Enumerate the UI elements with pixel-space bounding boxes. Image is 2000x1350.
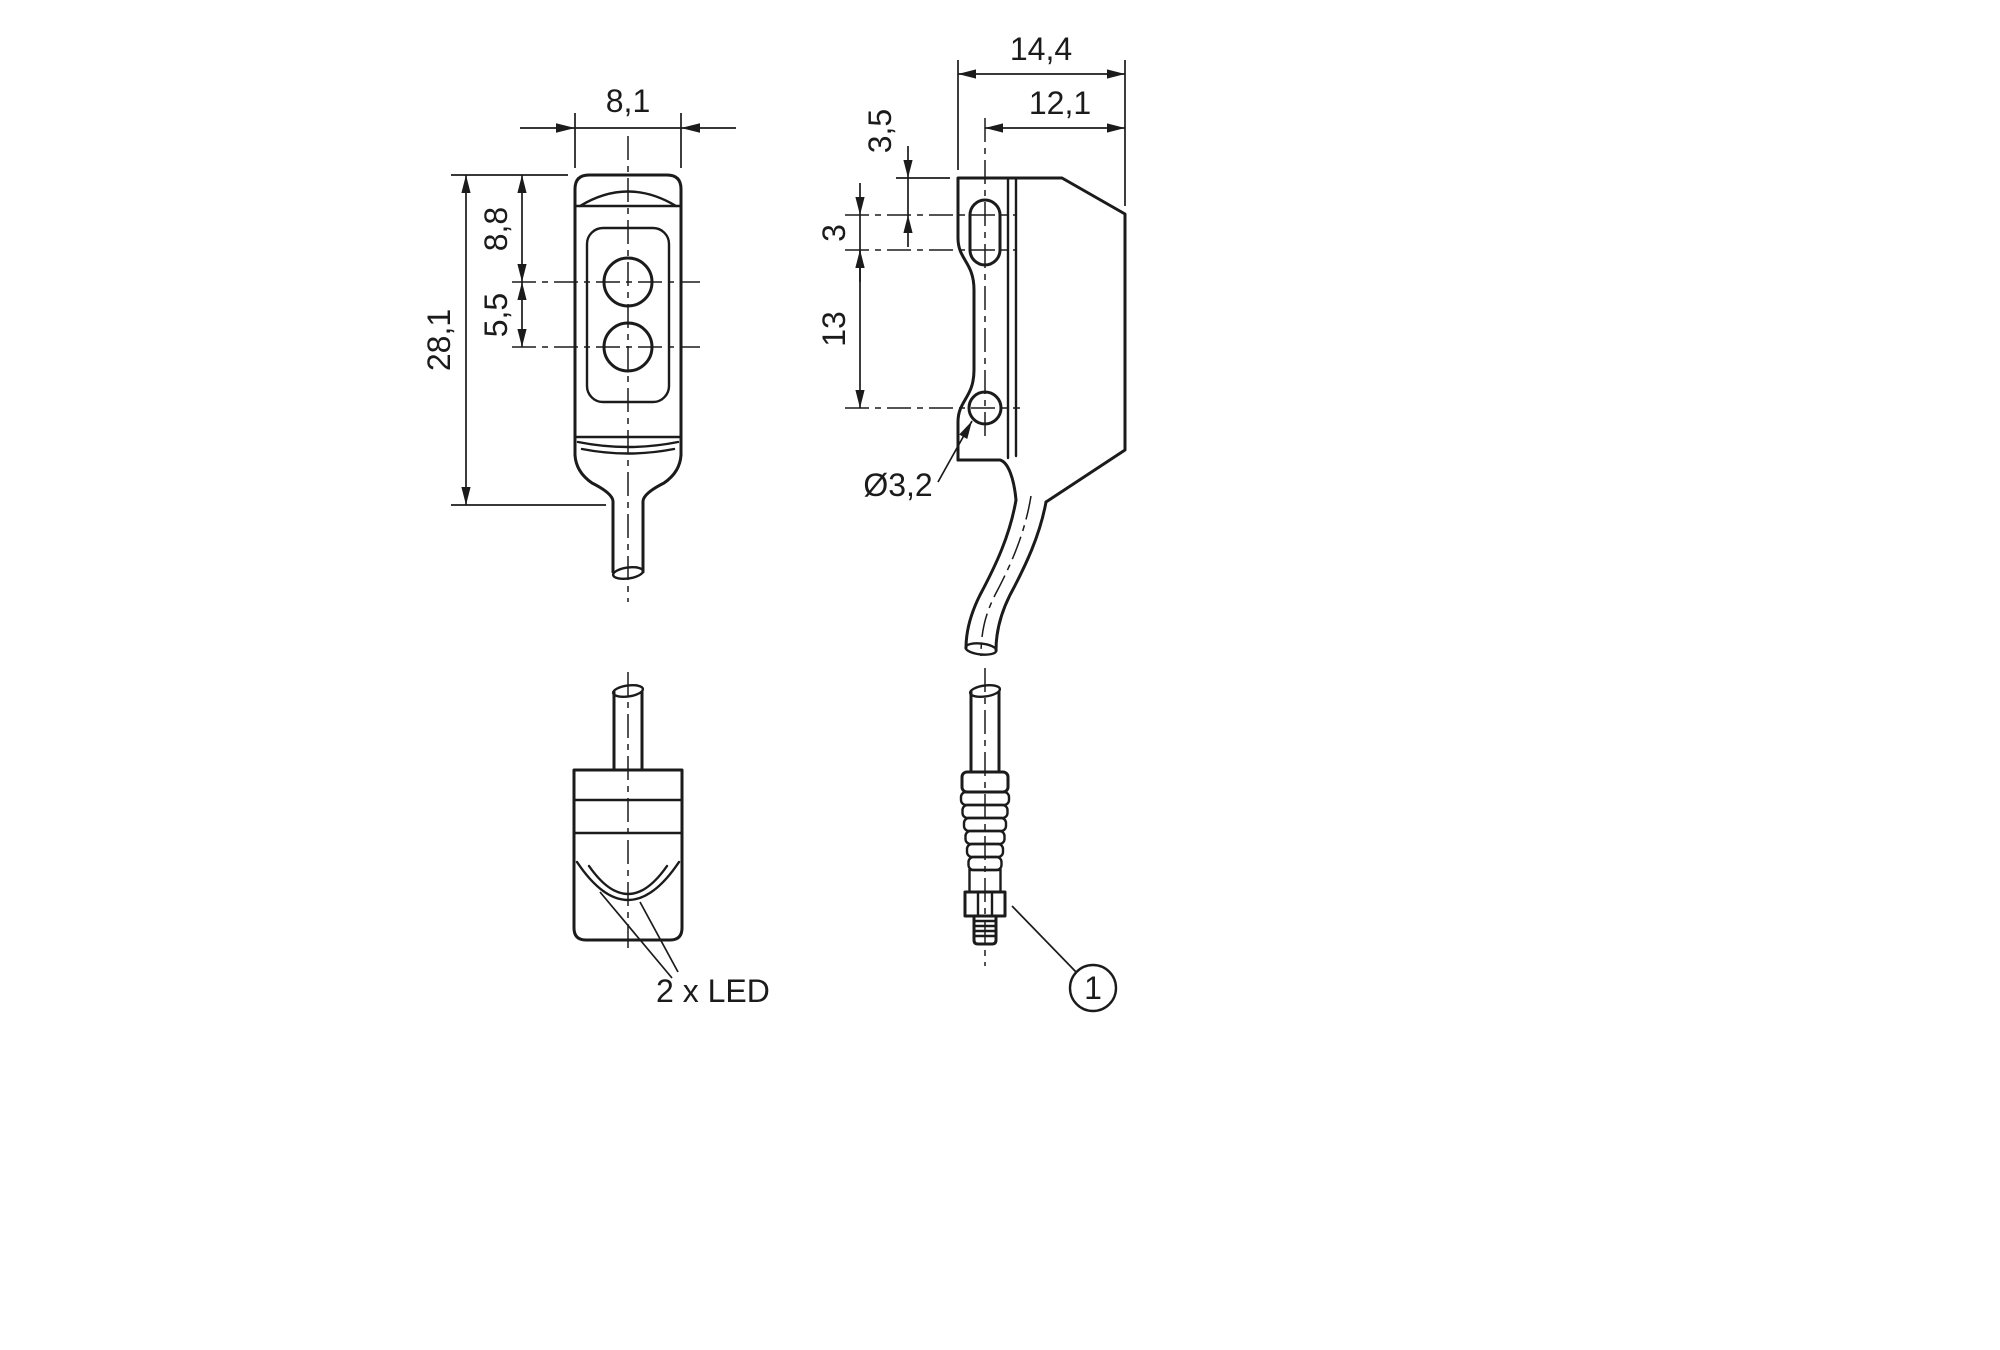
front-gland-right	[641, 453, 683, 574]
dim-front-led-pitch: 5,5	[478, 282, 527, 347]
callout-number: 1	[1084, 970, 1102, 1006]
dim-side-hole-offset-label: 13	[816, 311, 852, 347]
callout-led: 2 x LED	[599, 891, 770, 1009]
dim-side-slot-offset-label: 3,5	[862, 109, 898, 153]
front-base-arc1	[576, 440, 680, 449]
bottom-lens-arc-outer	[575, 860, 681, 901]
side-bottom-gland	[956, 458, 1018, 502]
front-lens-arc	[578, 190, 678, 208]
dim-front-width-label: 8,1	[606, 83, 650, 119]
side-cable-centerline	[980, 495, 1032, 657]
bottom-lens-arc-inner	[587, 864, 669, 895]
front-view: 8,1 28,1 8,8 5,5	[421, 83, 736, 602]
dim-hole-diameter-label: Ø3,2	[863, 467, 932, 503]
connector-view: 1	[959, 668, 1118, 1013]
dim-front-height-label: 28,1	[421, 309, 457, 371]
connector-nut	[963, 890, 1007, 918]
bottom-view: 2 x LED	[572, 672, 770, 1009]
led-label: 2 x LED	[656, 973, 770, 1009]
side-cable-left	[964, 498, 1018, 650]
dim-front-width: 8,1	[520, 83, 736, 168]
front-body-outline	[573, 173, 683, 457]
dim-side-depth-label: 14,4	[1010, 31, 1072, 67]
dim-front-led-pitch-label: 5,5	[478, 293, 514, 337]
side-view: 14,4 12,1 3,5 3 13 Ø	[816, 31, 1127, 657]
dim-side-hole-offset: 13	[816, 250, 865, 408]
front-recess	[585, 226, 671, 404]
dim-side-depth: 14,4	[957, 31, 1126, 206]
callout-circle	[1068, 963, 1118, 1013]
side-body-outline	[956, 176, 1127, 504]
dim-side-axis-offset: 12,1	[985, 85, 1125, 133]
side-slot-hole	[968, 198, 1002, 267]
dim-side-slot-pitch: 3	[816, 183, 865, 282]
connector-thread-body	[972, 914, 998, 946]
dim-side-slot-offset: 3,5	[862, 109, 950, 247]
dim-side-axis-offset-label: 12,1	[1029, 85, 1091, 121]
dim-front-led-offset: 8,8	[478, 175, 527, 282]
front-gland-left	[573, 453, 615, 574]
front-cable-end	[611, 565, 645, 581]
dim-side-slot-pitch-label: 3	[816, 224, 852, 242]
side-cable-right	[994, 500, 1048, 652]
front-base-arc2	[580, 447, 676, 455]
callout-connector: 1	[1011, 905, 1118, 1013]
callout-hole-diameter: Ø3,2	[863, 420, 973, 503]
bottom-body-outline	[572, 768, 684, 942]
dim-front-led-offset-label: 8,8	[478, 207, 514, 251]
dim-front-height: 28,1	[421, 174, 606, 506]
side-cable-end	[964, 642, 998, 656]
